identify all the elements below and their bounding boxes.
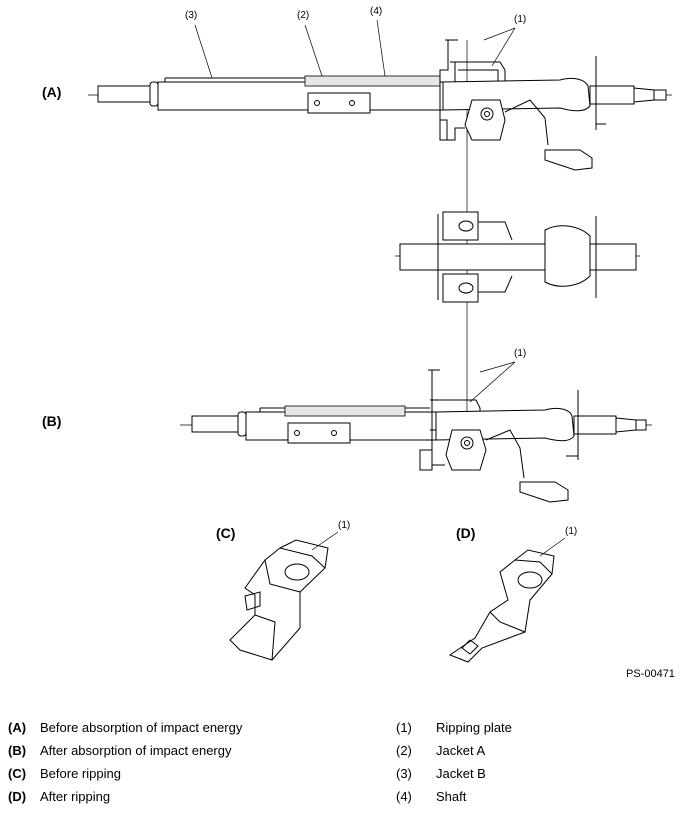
- figure-code: PS-00471: [626, 668, 675, 680]
- view-label-a: (A): [42, 84, 62, 100]
- callout-ripping-plate-d: (1): [565, 526, 578, 537]
- view-b-column: [180, 369, 652, 503]
- callout-shaft: (4): [370, 6, 383, 17]
- callout-jacket-a: (2): [297, 10, 310, 21]
- leader-lines: [194, 19, 566, 557]
- legend-item-3: (3)Jacket B: [396, 766, 486, 781]
- view-label-d: (D): [456, 525, 476, 541]
- legend-item-a: (A)Before absorption of impact energy: [8, 720, 243, 735]
- callout-ripping-plate-b: (1): [514, 348, 527, 359]
- legend-item-d: (D)After ripping: [8, 789, 111, 804]
- diagram-drawing: [88, 19, 672, 663]
- top-view-column: [395, 211, 640, 303]
- steering-column-diagram: (A) (B) (C) (D) (3) (2) (4) (1) (1) (1) …: [42, 6, 675, 680]
- callout-ripping-plate-a: (1): [514, 14, 527, 25]
- view-label-c: (C): [216, 525, 236, 541]
- legend-item-1: (1)Ripping plate: [396, 720, 512, 735]
- view-a-column: [88, 39, 672, 171]
- callout-ripping-plate-c: (1): [338, 520, 351, 531]
- view-c-ripping-plate: [229, 539, 329, 661]
- legend-item-c: (C)Before ripping: [8, 766, 121, 781]
- legend-item-2: (2)Jacket A: [396, 743, 486, 758]
- legend-right: (1)Ripping plate (2)Jacket A (3)Jacket B…: [396, 720, 676, 810]
- legend-item-4: (4)Shaft: [396, 789, 467, 804]
- view-d-ripping-plate: [448, 549, 555, 663]
- callout-jacket-b: (3): [185, 10, 198, 21]
- view-label-b: (B): [42, 413, 62, 429]
- legend-item-b: (B)After absorption of impact energy: [8, 743, 232, 758]
- legend-left: (A)Before absorption of impact energy (B…: [8, 720, 368, 810]
